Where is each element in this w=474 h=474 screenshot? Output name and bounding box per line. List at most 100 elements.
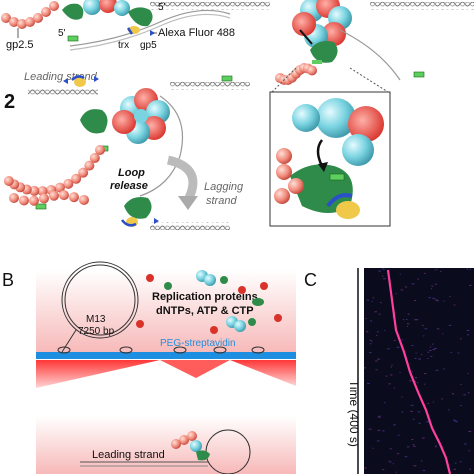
kymograph-noise-pixel xyxy=(393,424,396,426)
kymograph-noise-pixel xyxy=(414,357,417,359)
kymograph-noise-pixel xyxy=(405,318,408,320)
kymograph-noise-pixel xyxy=(436,328,440,330)
kymograph-noise-pixel xyxy=(380,302,382,304)
kymograph-noise-pixel xyxy=(401,339,404,341)
kymograph-noise-pixel xyxy=(411,439,414,441)
primer-green-right-3 xyxy=(413,71,425,78)
kymograph-noise-pixel xyxy=(466,268,469,270)
gp25-bead-chain-top xyxy=(1,1,59,29)
kymograph-noise-pixel xyxy=(392,463,394,465)
surface-label: PEG-streptavidin xyxy=(160,338,236,349)
kymograph-noise-pixel xyxy=(414,377,418,379)
label-trx: trx xyxy=(118,40,129,51)
panel-c-letter: C xyxy=(304,270,317,290)
kymograph-noise-pixel xyxy=(378,415,381,417)
kymograph-noise-pixel xyxy=(457,352,460,354)
kymograph-noise-pixel xyxy=(391,364,393,366)
gp25-bead xyxy=(54,182,65,193)
dna-leading-duplex xyxy=(28,88,98,96)
kymograph-noise-pixel xyxy=(406,325,408,327)
kymograph-noise-pixel xyxy=(405,286,408,288)
gp25-bead xyxy=(63,178,74,189)
kymograph-noise-pixel xyxy=(455,421,458,423)
kymograph-noise-pixel xyxy=(385,375,388,377)
kymograph-noise-pixel xyxy=(448,409,450,411)
kymograph-noise xyxy=(364,268,472,473)
kymograph-noise-pixel xyxy=(414,319,417,321)
kymograph-noise-pixel xyxy=(389,461,392,463)
kymograph-noise-pixel xyxy=(388,383,391,385)
tethered-dna-spots xyxy=(57,346,265,354)
label-five-prime-right: 5' xyxy=(158,2,166,13)
kymograph-noise-pixel xyxy=(427,357,429,359)
kymograph-noise-pixel xyxy=(383,402,386,404)
arrow-black-right xyxy=(299,29,313,45)
kymograph-noise-pixel xyxy=(369,339,372,341)
kymograph-noise-pixel xyxy=(396,453,400,455)
kymograph-noise-pixel xyxy=(378,313,381,315)
kymograph-noise-pixel xyxy=(469,468,472,470)
label-lagging-line2: strand xyxy=(206,195,237,207)
kymograph-noise-pixel xyxy=(430,288,433,290)
kymograph-noise-pixel xyxy=(369,352,372,354)
step-number: 2 xyxy=(4,91,15,113)
kymograph-noise-pixel xyxy=(443,300,445,302)
kymograph-noise-pixel xyxy=(412,418,415,420)
kymograph-noise-pixel xyxy=(454,462,457,464)
kymograph-image xyxy=(364,268,474,474)
kymograph-noise-pixel xyxy=(435,446,437,448)
kymograph-noise-pixel xyxy=(368,428,372,430)
panel-b-letter: B xyxy=(2,270,14,290)
label-five-prime-left: 5' xyxy=(58,28,66,39)
bottom-replisome xyxy=(171,431,210,461)
loop-release-arrow xyxy=(166,155,198,203)
kymograph-noise-pixel xyxy=(372,297,375,299)
kymograph-noise-pixel xyxy=(430,356,433,358)
kymograph-noise-pixel xyxy=(429,346,432,348)
loop-release-arrowhead xyxy=(178,196,198,210)
gp25-bead xyxy=(29,195,39,206)
kymograph-noise-pixel xyxy=(424,328,428,330)
kymograph-noise-pixel xyxy=(370,320,373,322)
gp25-bead-chain-right xyxy=(275,63,317,85)
label-loop-line2: release xyxy=(110,180,148,192)
gp25-bead xyxy=(307,65,317,76)
dna-duplex-top-right xyxy=(370,2,474,10)
kymograph-noise-pixel xyxy=(401,411,404,413)
bottom-chamber xyxy=(36,416,296,474)
polymerase-gp5-top xyxy=(128,7,153,27)
kymograph-noise-pixel xyxy=(427,351,430,353)
primer-green-right-2 xyxy=(312,60,322,64)
helicase-top-left xyxy=(83,0,130,16)
dna-strand-top-1 xyxy=(69,9,231,47)
kymograph-noise-pixel xyxy=(421,460,423,462)
kymograph-noise-pixel xyxy=(421,324,424,326)
alexa-tag-leading-2 xyxy=(94,76,99,82)
kymograph-noise-pixel xyxy=(410,404,414,406)
kymograph-noise-pixel xyxy=(369,343,372,345)
trx-blue-lagging xyxy=(121,219,137,227)
laser-beam-left xyxy=(36,360,160,388)
kymograph-noise-pixel xyxy=(422,437,425,439)
kymograph-noise-pixel xyxy=(435,299,438,301)
kymograph-noise-pixel xyxy=(416,382,419,384)
kymograph-noise-pixel xyxy=(365,318,367,320)
gp25-bead xyxy=(69,192,79,203)
kymograph-noise-pixel xyxy=(383,278,386,280)
kymograph-noise-pixel xyxy=(412,444,415,446)
gp25-bead xyxy=(49,190,59,201)
kymograph-noise-pixel xyxy=(468,450,471,452)
kymograph-noise-pixel xyxy=(432,401,435,403)
kymograph-noise-pixel xyxy=(395,471,397,473)
kymograph-noise-pixel xyxy=(466,329,470,331)
kymograph-noise-pixel xyxy=(413,299,416,301)
kymograph-noise-pixel xyxy=(467,392,470,394)
kymograph-noise-pixel xyxy=(387,348,390,350)
dna-leading-duplex-right xyxy=(170,82,250,90)
kymograph-noise-pixel xyxy=(378,270,381,272)
kymograph-noise-pixel xyxy=(382,268,385,270)
kymograph-noise-pixel xyxy=(432,297,436,299)
kymograph-noise-pixel xyxy=(417,278,419,280)
kymograph-noise-pixel xyxy=(390,374,393,376)
